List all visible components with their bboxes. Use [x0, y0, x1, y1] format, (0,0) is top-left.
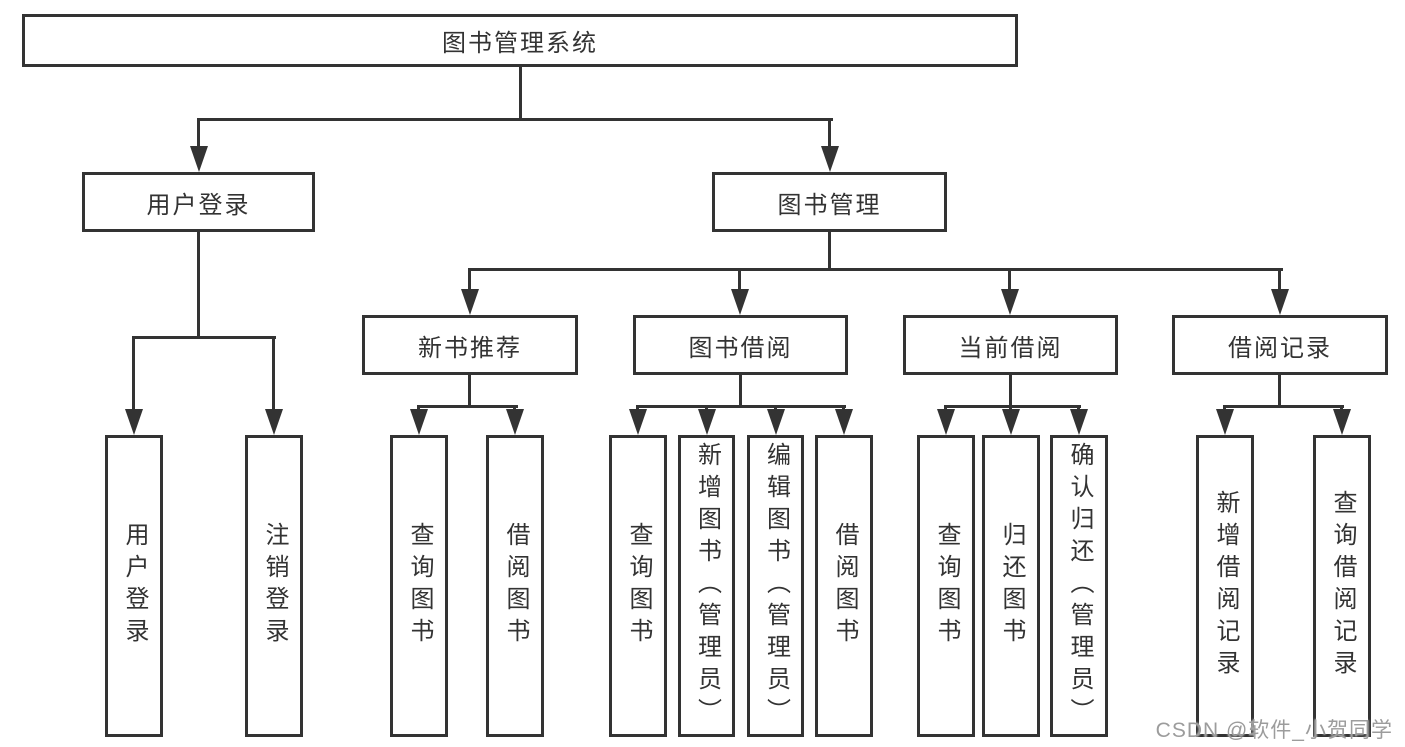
leaf-borrow-books: 借阅图书 [815, 435, 873, 737]
node-root: 图书管理系统 [22, 14, 1018, 67]
arrowhead-down-icon [1216, 409, 1234, 435]
leaf-return-books: 归还图书 [982, 435, 1040, 737]
leaf-label: 查询图书 [933, 522, 960, 650]
arrowhead-down-icon [731, 289, 749, 315]
connector-line [519, 65, 522, 120]
leaf-query-books-borrow: 查询图书 [609, 435, 667, 737]
connector-line [1009, 375, 1012, 407]
leaf-label: 用户登录 [121, 522, 148, 650]
leaf-confirm-return-admin: 确认归还（管理员） [1050, 435, 1108, 737]
leaf-label: 归还图书 [998, 522, 1025, 650]
node-current-borrow: 当前借阅 [903, 315, 1118, 375]
leaf-add-books-admin: 新增图书（管理员） [678, 435, 735, 737]
connector-line [197, 118, 200, 150]
connector-line [739, 375, 742, 407]
leaf-label: 查询图书 [625, 522, 652, 650]
arrowhead-down-icon [265, 409, 283, 435]
connector-line [636, 405, 846, 408]
leaf-edit-books-admin: 编辑图书（管理员） [747, 435, 804, 737]
leaf-query-books-current: 查询图书 [917, 435, 975, 737]
leaf-label: 借阅图书 [502, 522, 529, 650]
connector-line [468, 375, 471, 407]
connector-line [738, 268, 741, 293]
leaf-label: 查询图书 [406, 522, 433, 650]
arrowhead-down-icon [1002, 409, 1020, 435]
leaf-label: 借阅图书 [831, 522, 858, 650]
node-user-login-label: 用户登录 [146, 191, 251, 219]
node-book-management: 图书管理 [712, 172, 947, 232]
node-book-borrow-label: 图书借阅 [688, 334, 793, 362]
leaf-logout: 注销登录 [245, 435, 303, 737]
arrowhead-down-icon [1070, 409, 1088, 435]
leaf-query-books-recommend: 查询图书 [390, 435, 448, 737]
connector-line [828, 118, 831, 150]
arrowhead-down-icon [506, 409, 524, 435]
node-root-label: 图书管理系统 [442, 30, 598, 57]
arrowhead-down-icon [1271, 289, 1289, 315]
connector-line [468, 268, 471, 293]
leaf-query-borrow-record: 查询借阅记录 [1313, 435, 1371, 737]
arrowhead-down-icon [698, 409, 716, 435]
node-new-book-recommend: 新书推荐 [362, 315, 578, 375]
connector-line [1223, 405, 1344, 408]
leaf-label: 确认归还（管理员） [1066, 442, 1093, 730]
node-book-borrow: 图书借阅 [633, 315, 848, 375]
connector-line [1008, 268, 1011, 293]
leaf-label: 编辑图书（管理员） [762, 442, 790, 730]
connector-line [272, 336, 275, 413]
arrowhead-down-icon [835, 409, 853, 435]
arrowhead-down-icon [410, 409, 428, 435]
connector-line [1278, 375, 1281, 407]
node-borrow-record: 借阅记录 [1172, 315, 1388, 375]
arrowhead-down-icon [125, 409, 143, 435]
connector-line [468, 268, 1283, 271]
csdn-watermark: CSDN @软件_小贺同学 [1155, 719, 1393, 742]
connector-line [132, 336, 135, 413]
node-user-login: 用户登录 [82, 172, 315, 232]
connector-line [828, 232, 831, 270]
connector-line [132, 336, 276, 339]
connector-line [197, 118, 833, 121]
leaf-label: 注销登录 [261, 522, 288, 650]
leaf-user-login: 用户登录 [105, 435, 163, 737]
connector-line [1278, 268, 1281, 293]
arrowhead-down-icon [461, 289, 479, 315]
leaf-label: 新增图书（管理员） [693, 442, 721, 730]
node-new-book-recommend-label: 新书推荐 [418, 334, 522, 362]
node-book-management-label: 图书管理 [777, 191, 882, 219]
arrowhead-down-icon [1001, 289, 1019, 315]
leaf-add-borrow-record: 新增借阅记录 [1196, 435, 1254, 737]
node-current-borrow-label: 当前借阅 [958, 334, 1063, 362]
connector-line [417, 405, 518, 408]
connector-line [944, 405, 1081, 408]
node-borrow-record-label: 借阅记录 [1228, 334, 1332, 362]
leaf-borrow-books-recommend: 借阅图书 [486, 435, 544, 737]
arrowhead-down-icon [767, 409, 785, 435]
leaf-label: 新增借阅记录 [1212, 490, 1239, 682]
arrowhead-down-icon [629, 409, 647, 435]
arrowhead-down-icon [1333, 409, 1351, 435]
arrowhead-down-icon [821, 146, 839, 172]
arrowhead-down-icon [937, 409, 955, 435]
leaf-label: 查询借阅记录 [1329, 490, 1356, 682]
connector-line [197, 232, 200, 338]
arrowhead-down-icon [190, 146, 208, 172]
